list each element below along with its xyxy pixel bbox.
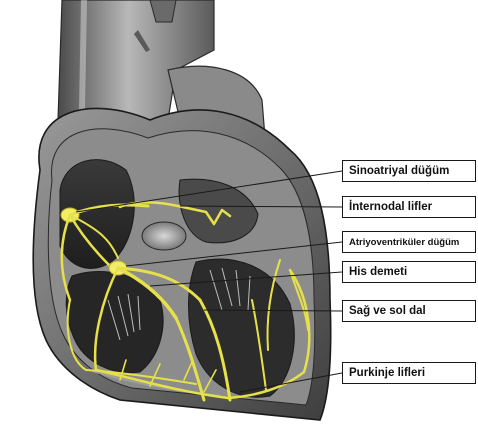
label-his-bundle: His demeti xyxy=(342,261,476,283)
label-bundle-branches: Sağ ve sol dal xyxy=(342,300,476,322)
label-atrioventricular-node: Atriyoventriküler düğüm xyxy=(342,231,476,253)
label-purkinje-fibers: Purkinje lifleri xyxy=(342,362,476,384)
label-internodal-fibers: İnternodal lifler xyxy=(342,196,476,218)
label-sinoatrial-node: Sinoatriyal düğüm xyxy=(342,160,476,182)
